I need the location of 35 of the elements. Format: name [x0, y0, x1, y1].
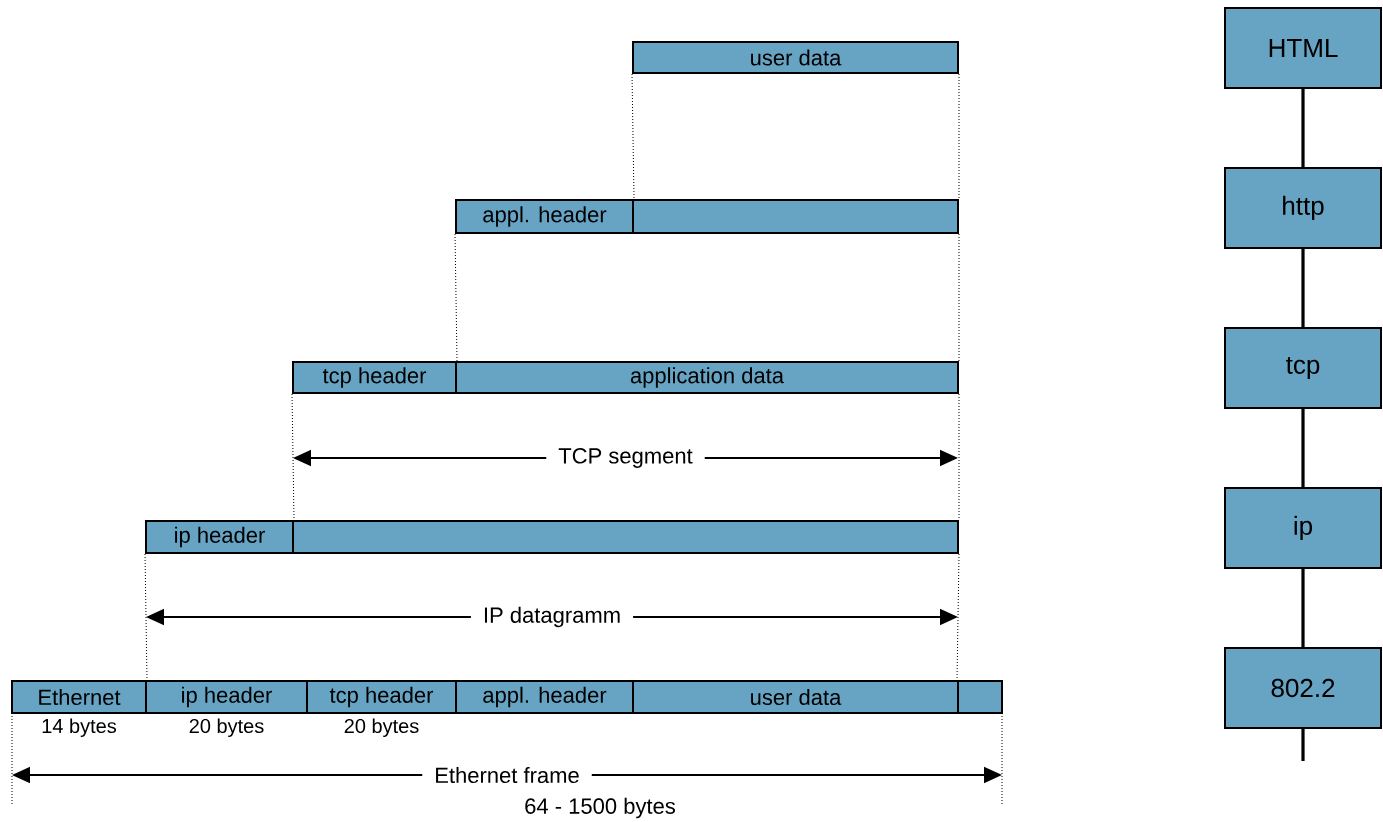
projection-line [291, 393, 295, 521]
layer-box: tcp [1224, 327, 1382, 409]
dimension-label: IP datagramm [470, 600, 634, 634]
projection-line [956, 553, 960, 681]
dimension-label: TCP segment [546, 441, 705, 475]
field-box: ip header [145, 680, 308, 714]
field-box: user data [632, 41, 959, 74]
size-label: 14 bytes [42, 718, 117, 738]
projection-line [144, 553, 148, 681]
field-box: Ethernet [11, 680, 147, 714]
layer-box: 802.2 [1224, 647, 1382, 729]
projection-line [958, 233, 960, 362]
layer-box: ip [1224, 487, 1382, 569]
field-box: appl. header [455, 680, 634, 714]
connector-line [1301, 569, 1305, 647]
layer-box: HTML [1224, 7, 1382, 89]
connector-line [1301, 729, 1305, 761]
field-box [632, 199, 959, 234]
dimension-label: 64 - 1500 bytes [525, 797, 675, 819]
layer-box: http [1224, 167, 1382, 249]
projection-line [958, 73, 960, 200]
connector-line [1301, 409, 1305, 487]
projection-line [958, 393, 960, 521]
field-box: appl. header [455, 199, 634, 234]
field-box: tcp header [292, 361, 457, 394]
size-label: 20 bytes [344, 718, 419, 738]
projection-line [631, 73, 635, 200]
connector-line [1301, 249, 1305, 327]
field-box: ip header [145, 520, 294, 554]
projection-line [454, 233, 458, 362]
field-box: tcp header [306, 680, 457, 714]
field-box [957, 680, 1003, 714]
dimension-label: Ethernet frame [422, 760, 592, 790]
connector-line [1301, 89, 1305, 167]
size-label: 20 bytes [189, 718, 264, 738]
